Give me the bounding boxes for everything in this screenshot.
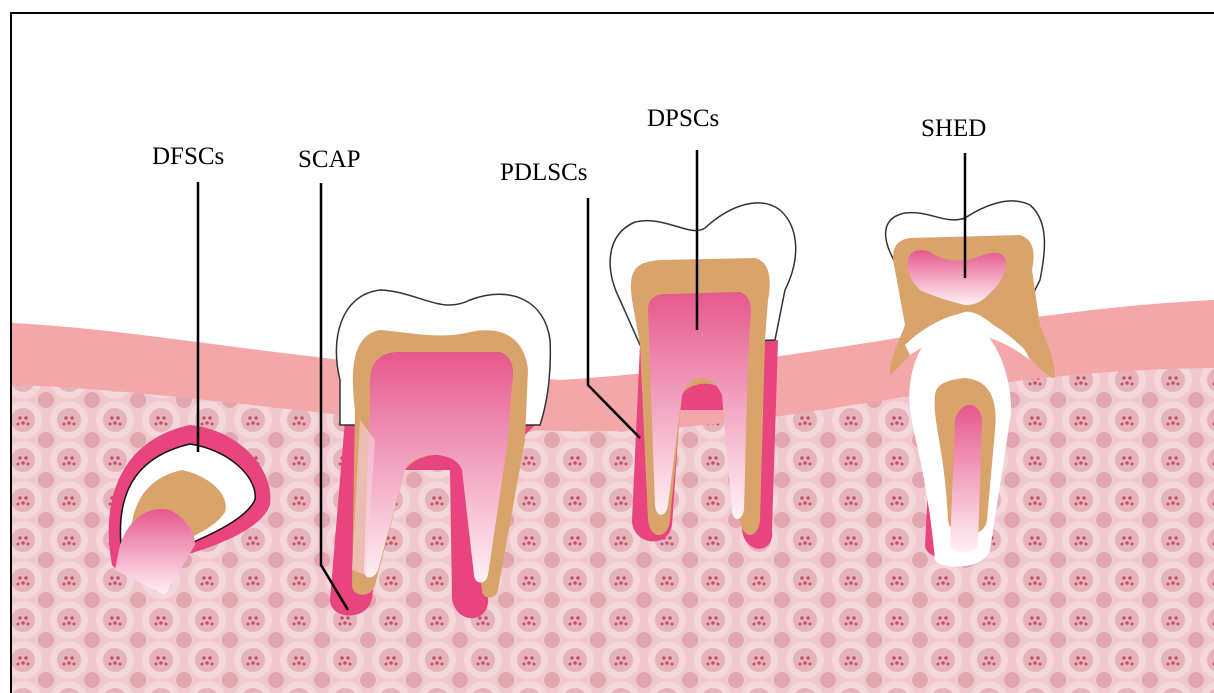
label-pdlsc: PDLSCs xyxy=(500,159,588,186)
label-dpsc: DPSCs xyxy=(647,105,719,132)
label-dfsc: DFSCs xyxy=(152,143,224,170)
label-shed: SHED xyxy=(921,115,986,142)
label-scap: SCAP xyxy=(298,146,361,173)
